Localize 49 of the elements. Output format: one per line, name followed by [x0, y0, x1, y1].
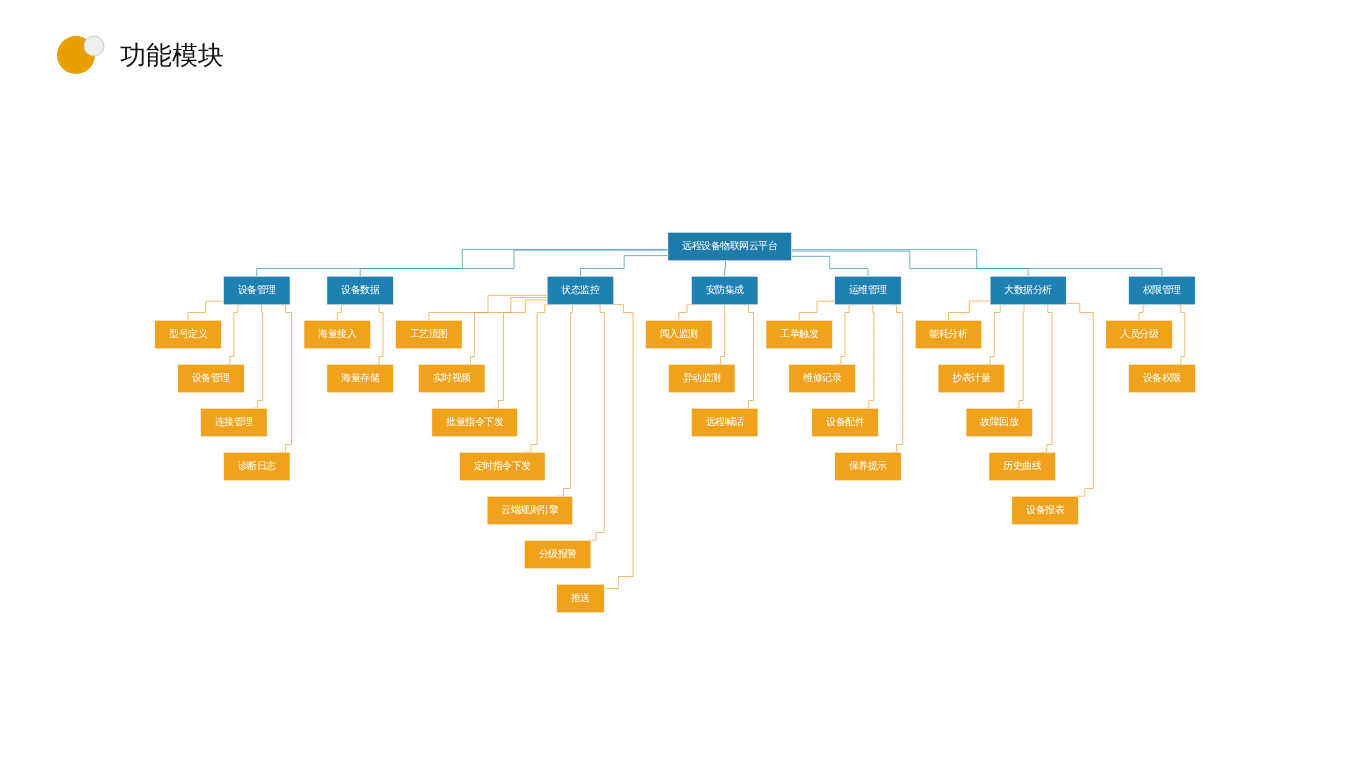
connector	[791, 250, 1029, 277]
node-box: 历史曲线	[988, 451, 1056, 482]
node-box: 设备管理	[177, 363, 245, 394]
connector	[580, 255, 669, 277]
connector	[798, 300, 835, 321]
node-box: 诊断日志	[223, 451, 291, 482]
node-box: 设备报表	[1011, 495, 1079, 526]
node-box: 型号定义	[154, 319, 222, 350]
node-box: 状态监控	[546, 275, 615, 306]
node-box: 实时视频	[418, 363, 486, 394]
node-box: 运维管理	[834, 275, 902, 306]
connector	[724, 260, 727, 277]
connector	[791, 256, 869, 277]
node-box: 大数据分析	[989, 275, 1067, 306]
node-box: 连接管理	[200, 407, 268, 438]
connector	[603, 304, 634, 589]
node-box: 定时指令下发	[459, 451, 546, 482]
node-box: 维修记录	[788, 363, 856, 394]
node-box: 设备配件	[811, 407, 879, 438]
node-box: 保养提示	[834, 451, 902, 482]
connector	[359, 249, 669, 277]
node-box: 工艺流图	[395, 319, 463, 350]
node-box: 设备管理	[223, 275, 291, 306]
node-box: 推送	[556, 583, 605, 614]
node-box: 故障回放	[965, 407, 1033, 438]
node-box: 远程喊话	[691, 407, 759, 438]
page-title: 功能模块	[120, 38, 224, 72]
node-box: 设备权限	[1128, 363, 1196, 394]
node-box: 云端规则引擎	[486, 495, 574, 526]
connector	[428, 295, 548, 321]
node-box: 设备数据	[326, 275, 394, 306]
connector	[948, 300, 991, 321]
node-box: 人员分级	[1105, 319, 1173, 350]
node-box: 海量存储	[326, 363, 394, 394]
node-box: 远程设备物联网云平台	[667, 231, 792, 262]
connector	[791, 249, 1163, 277]
connector	[256, 249, 669, 277]
connector	[1065, 303, 1094, 497]
node-box: 能耗分析	[914, 319, 983, 350]
node-box: 权限管理	[1128, 275, 1196, 306]
node-box: 海量接入	[303, 319, 371, 350]
node-box: 异动监测	[668, 363, 736, 394]
node-box: 抄表计量	[937, 363, 1005, 394]
node-box: 安防集成	[691, 275, 759, 306]
node-box: 分级报警	[524, 539, 592, 570]
connector	[187, 300, 224, 321]
node-box: 工单触发	[765, 319, 833, 350]
node-box: 批量指令下发	[431, 407, 518, 438]
node-box: 闯入监测	[645, 319, 713, 350]
